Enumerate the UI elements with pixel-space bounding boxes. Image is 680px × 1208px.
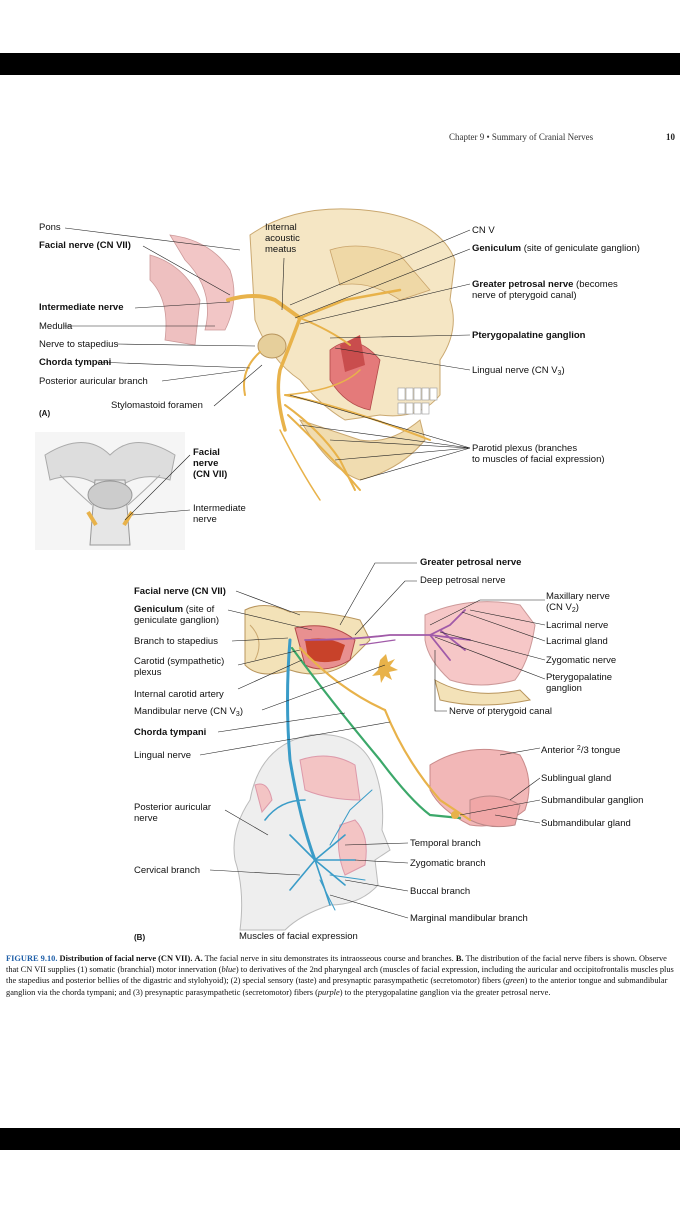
label-submandibular-gland: Submandibular gland	[541, 818, 631, 829]
page-number: 10	[666, 132, 675, 142]
label-facial-nerve-b: Facial nerve (CN VII)	[134, 586, 226, 597]
label-geniculum-a: Geniculum (site of geniculate ganglion)	[472, 243, 640, 254]
label-nerve-pterygoid-canal: Nerve of pterygoid canal	[449, 706, 552, 717]
label-posterior-auricular-nerve: Posterior auricular nerve	[134, 802, 212, 824]
label-submandibular-ganglion: Submandibular ganglion	[541, 795, 644, 806]
top-black-band	[0, 53, 680, 75]
figure-b-temporal	[244, 605, 371, 675]
figure-b-nerves	[264, 609, 472, 911]
figure-b-ganglia	[372, 654, 459, 819]
label-marginal-mandibular: Marginal mandibular branch	[410, 913, 528, 924]
caption-title: Distribution of facial nerve (CN VII).	[59, 954, 193, 963]
inset-brainstem	[35, 432, 185, 550]
leader-lines-b	[199, 562, 546, 919]
panel-label-a: (A)	[39, 409, 51, 418]
label-chorda-tympani-b: Chorda tympani	[134, 727, 207, 738]
leader-lines-a	[64, 227, 471, 521]
figure-b-nasal	[424, 601, 536, 706]
label-medulla: Medulla	[39, 321, 73, 332]
label-deep-petrosal: Deep petrosal nerve	[420, 575, 506, 586]
figure-b-tongue	[429, 748, 530, 828]
label-anterior-tongue: Anterior 2/3 tongue	[541, 745, 621, 756]
label-nerve-to-stapedius: Nerve to stapedius	[39, 339, 119, 350]
label-sublingual-gland: Sublingual gland	[541, 773, 612, 784]
label-zygomatic-nerve: Zygomatic nerve	[546, 655, 617, 666]
label-temporal-branch: Temporal branch	[410, 838, 481, 849]
label-carotid-plexus: Carotid (sympathetic) plexus	[134, 656, 225, 678]
label-lacrimal-gland: Lacrimal gland	[546, 636, 608, 647]
label-muscles-facial-expression: Muscles of facial expression	[239, 931, 358, 942]
label-lingual-nerve-a: Lingual nerve (CN V3)	[472, 365, 565, 377]
figure-caption: FIGURE 9.10. Distribution of facial nerv…	[6, 954, 674, 997]
label-pterygopalatine-ganglion-b: Pterygopalatine ganglion	[546, 672, 613, 694]
caption-figure-number: FIGURE 9.10.	[6, 954, 58, 963]
label-pons: Pons	[39, 222, 61, 233]
label-buccal-branch: Buccal branch	[410, 886, 471, 897]
label-greater-petrosal-a: Greater petrosal nerve (becomes nerve of…	[472, 279, 618, 301]
figure-b-head	[233, 733, 391, 931]
label-branch-to-stapedius: Branch to stapedius	[134, 636, 218, 647]
label-internal-acoustic-meatus: Internal acoustic meatus	[265, 222, 300, 255]
label-internal-carotid: Internal carotid artery	[134, 689, 224, 700]
label-intermediate-nerve: Intermediate nerve	[39, 302, 124, 313]
label-lingual-nerve-b: Lingual nerve	[134, 750, 192, 761]
running-head: Chapter 9 • Summary of Cranial Nerves	[449, 132, 594, 142]
label-inset-intermediate: Intermediate nerve	[193, 503, 246, 525]
label-inset-facial-nerve: Facial nerve (CN VII)	[193, 447, 228, 480]
label-parotid-plexus: Parotid plexus (branches to muscles of f…	[472, 443, 605, 465]
label-facial-nerve-a: Facial nerve (CN VII)	[39, 240, 131, 251]
bottom-black-band	[0, 1128, 680, 1150]
panel-label-b: (B)	[134, 933, 146, 942]
label-zygomatic-branch: Zygomatic branch	[410, 858, 486, 869]
label-greater-petrosal-b: Greater petrosal nerve	[420, 557, 522, 568]
label-lacrimal-nerve: Lacrimal nerve	[546, 620, 609, 631]
label-posterior-auricular-branch: Posterior auricular branch	[39, 376, 148, 387]
label-cn-v: CN V	[472, 225, 495, 236]
label-geniculum-b: Geniculum (site of geniculate ganglion)	[134, 604, 220, 626]
label-mandibular-nerve: Mandibular nerve (CN V3)	[134, 706, 243, 718]
label-stylomastoid-foramen: Stylomastoid foramen	[111, 400, 203, 411]
label-chorda-tympani-a: Chorda tympani	[39, 357, 112, 368]
label-pterygopalatine-ganglion-a: Pterygopalatine ganglion	[472, 330, 586, 341]
label-maxillary-nerve: Maxillary nerve (CN V2)	[546, 591, 610, 614]
label-cervical-branch: Cervical branch	[134, 865, 200, 876]
figure-a-nerves	[226, 288, 431, 501]
figure-a-skull	[149, 208, 456, 481]
